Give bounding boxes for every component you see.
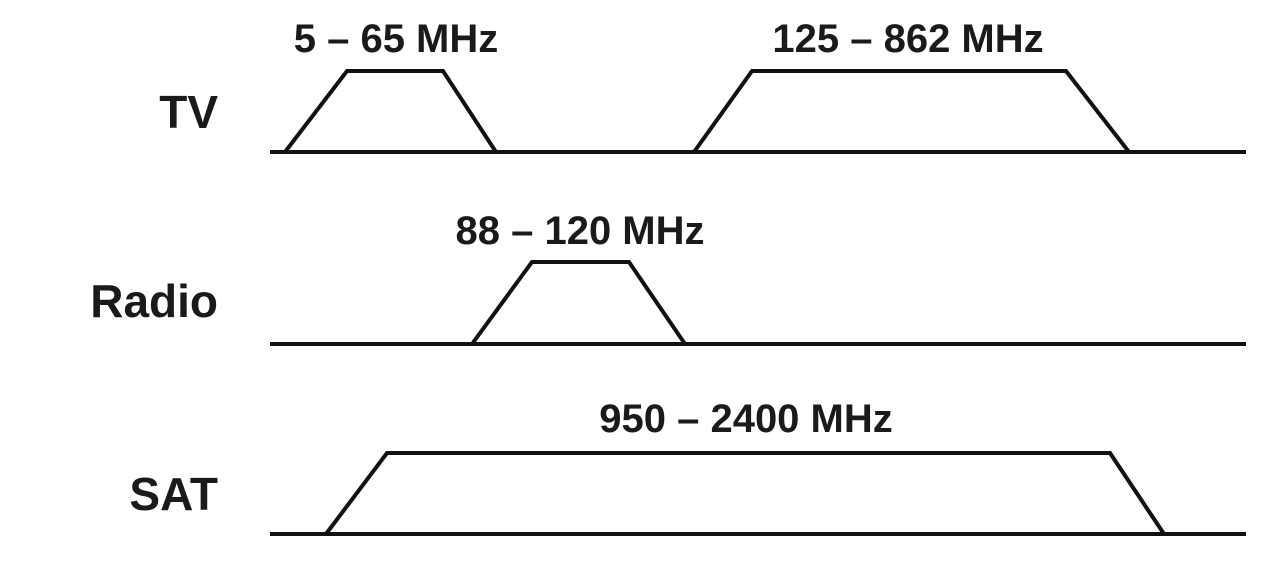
row-sat: SAT 950 – 2400 MHz xyxy=(129,397,1246,536)
row-label-radio: Radio xyxy=(90,275,218,327)
band-shape-radio-1 xyxy=(470,260,687,346)
band-shape-sat-1 xyxy=(324,451,1166,536)
row-label-tv: TV xyxy=(159,86,218,138)
band-label-tv-1: 5 – 65 MHz xyxy=(294,17,499,61)
band-label-tv-2: 125 – 862 MHz xyxy=(772,17,1043,61)
band-shape-tv-1 xyxy=(283,69,498,154)
band-label-sat-1: 950 – 2400 MHz xyxy=(599,397,893,441)
row-radio: Radio 88 – 120 MHz xyxy=(90,209,1246,346)
row-tv: TV 5 – 65 MHz 125 – 862 MHz xyxy=(159,17,1246,154)
band-label-radio-1: 88 – 120 MHz xyxy=(455,209,704,253)
band-shape-tv-2 xyxy=(692,69,1131,154)
row-label-sat: SAT xyxy=(129,468,218,520)
